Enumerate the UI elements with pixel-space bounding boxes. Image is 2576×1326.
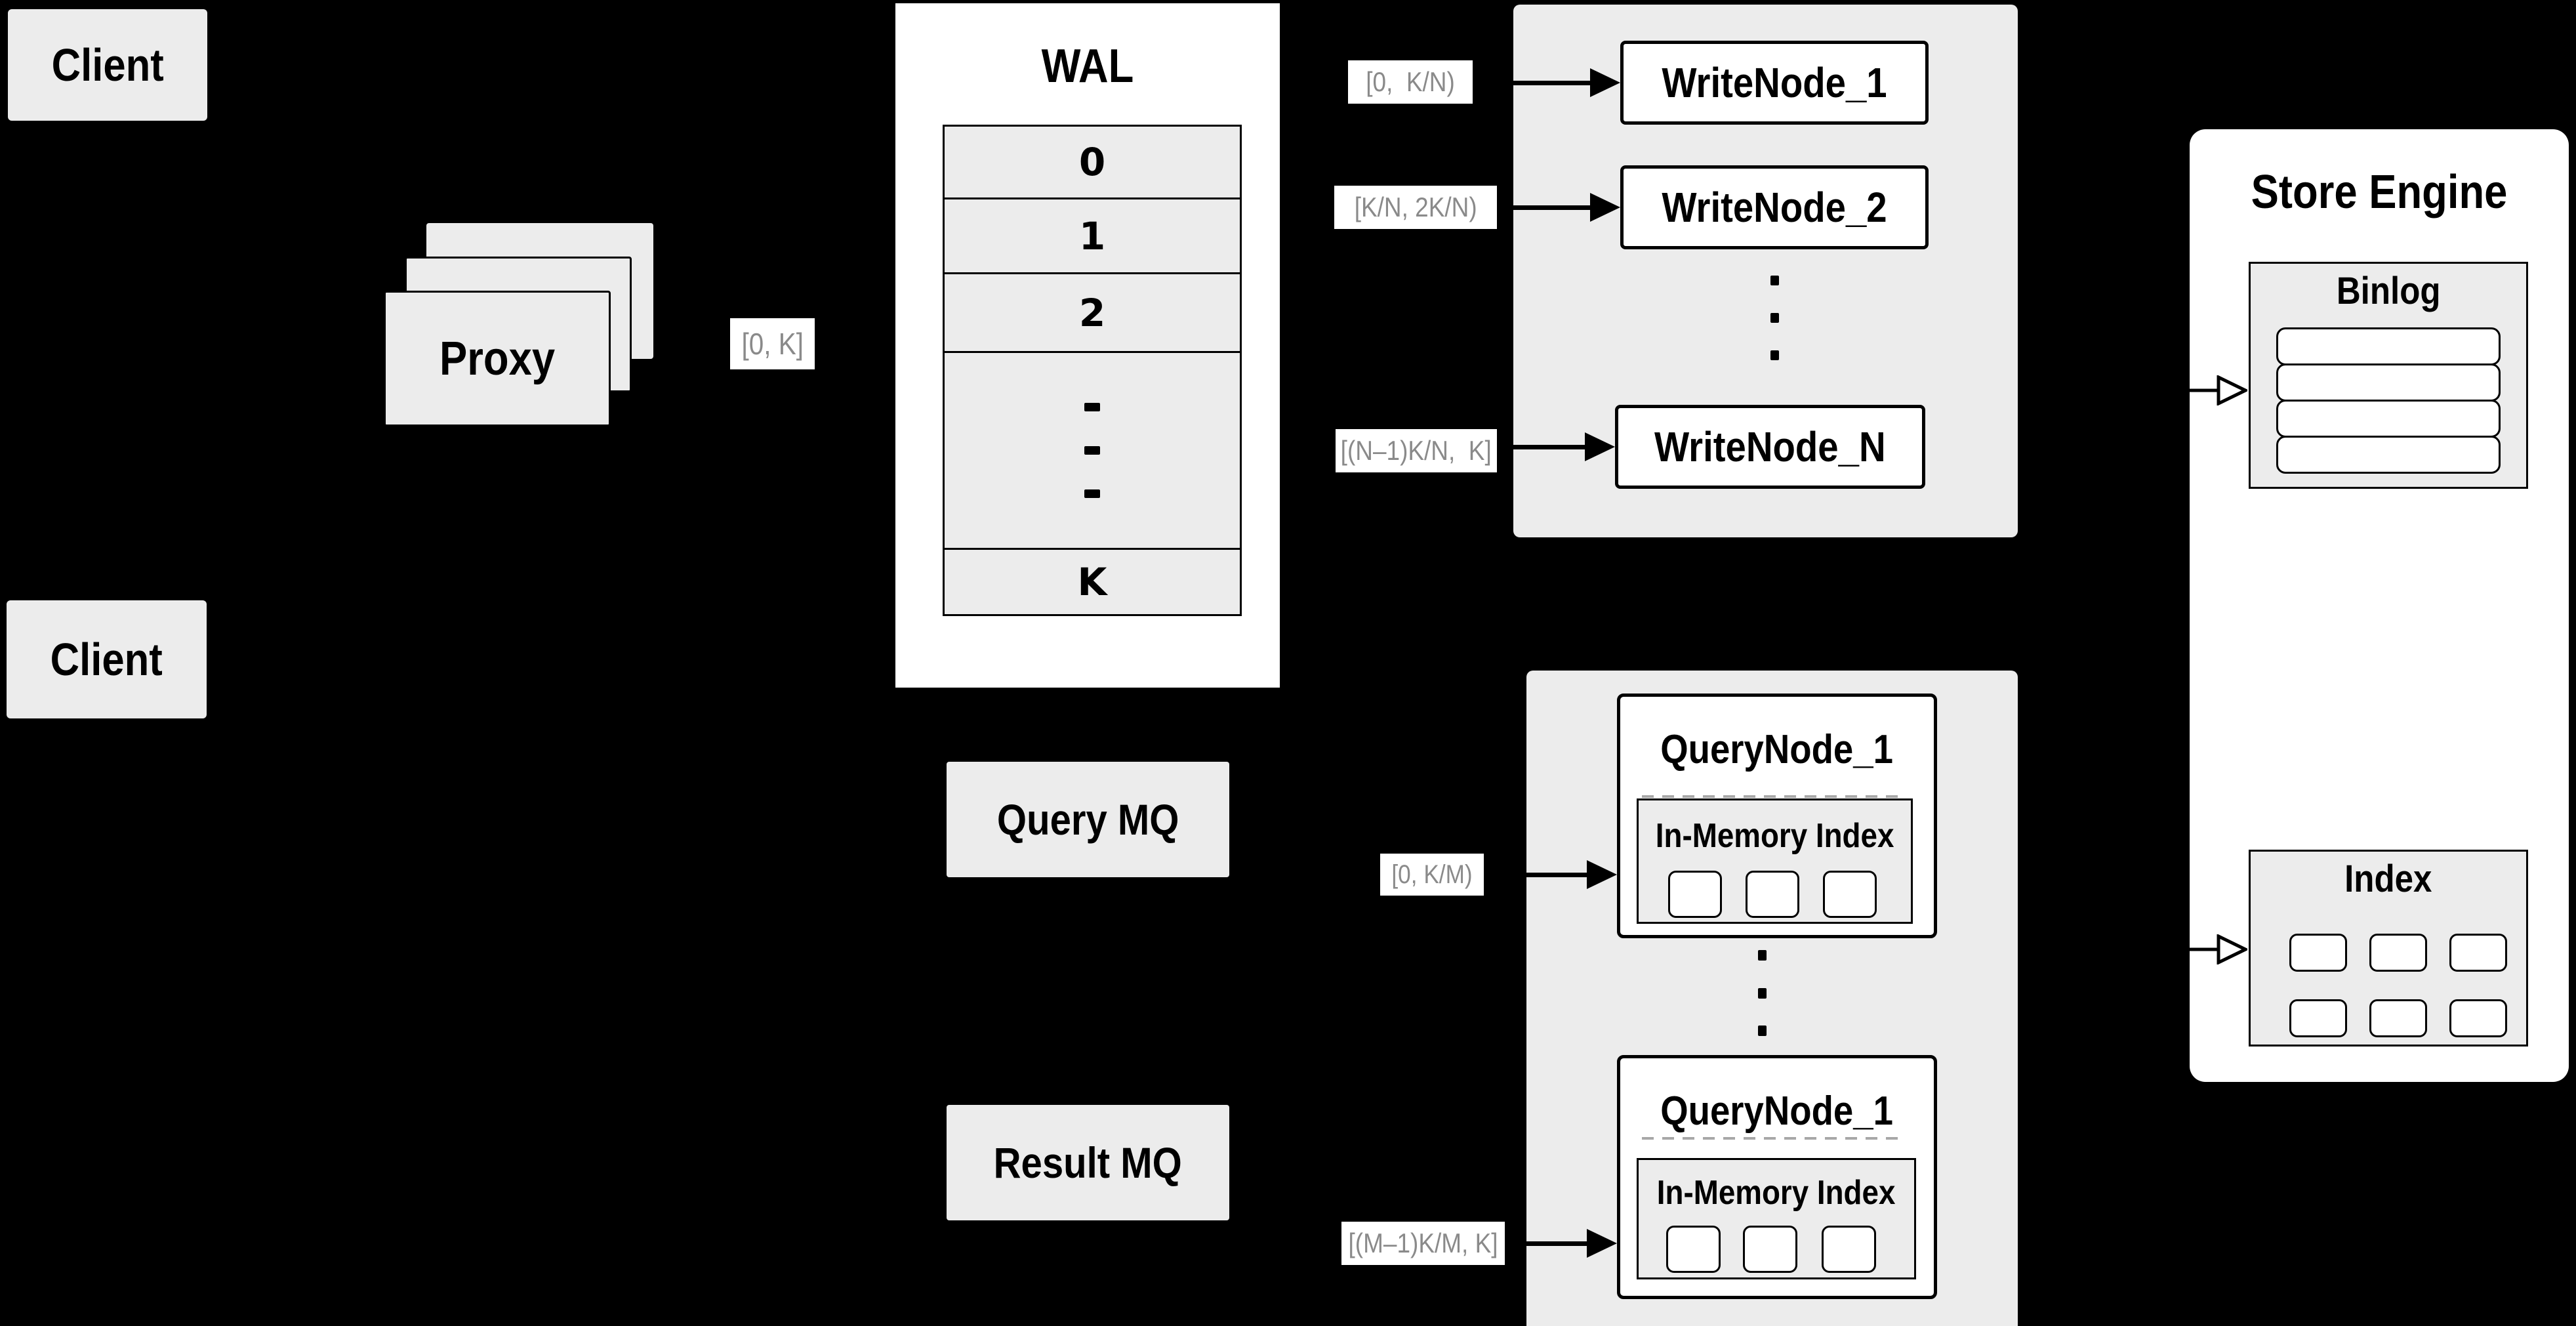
arrow-shaft-writenode-1 [1473,81,1591,85]
write-range-label-2: [K/N, 2K/N) [1354,192,1477,222]
ellipsis-dot [1770,276,1779,285]
open-arrow-binlog [2190,375,2247,405]
binlog-title: Binlog [2336,270,2441,312]
query-node-m-label: QueryNode_1 [1660,1088,1894,1134]
wal-cell-2: 2 [945,274,1240,353]
wal-panel: WAL 0 1 2 K [895,3,1280,688]
write-node-2-box: WriteNode_2 [1620,165,1929,249]
memory-segment-cell [1666,1226,1721,1273]
binlog-row [2276,363,2501,402]
query-node-1-title-row: QueryNode_1 [1620,726,1934,773]
index-cell [2449,999,2507,1037]
query-range-chip-1: [0, K/M) [1380,854,1484,896]
query-node-m-title-row: QueryNode_1 [1620,1088,1934,1134]
open-arrow-index [2190,934,2247,964]
index-cell [2289,934,2347,972]
arrow-shaft-querynode-1 [1484,873,1587,877]
write-range-chip-2: [K/N, 2K/N) [1334,186,1497,229]
index-cell [2289,999,2347,1037]
memory-segment-cell [1822,1226,1876,1273]
memory-segment-cell [1746,871,1799,918]
index-cell [2449,934,2507,972]
write-range-chip-1: [0, K/N) [1348,60,1473,104]
write-node-n-box: WriteNode_N [1615,405,1925,489]
client-bottom-box: Client [7,600,207,718]
memory-segment-cell [1743,1226,1797,1273]
store-engine-title-row: Store Engine [2190,165,2569,219]
ellipsis-dot [1770,313,1779,323]
arrow-shaft-writenode-n [1497,445,1585,449]
ellipsis-dot [1770,350,1779,360]
proxy-range-chip: [0, K] [730,318,815,369]
query-range-chip-m: [(M–1)K/M, K] [1341,1222,1505,1265]
write-node-n-label: WriteNode_N [1654,423,1886,470]
wal-table: 0 1 2 K [943,125,1242,616]
proxy-box: Proxy [384,291,611,426]
dashed-divider [1642,795,1902,798]
ellipsis-dot [1084,489,1100,498]
arrow-head-querynode-m [1587,1229,1617,1258]
arrow-head-writenode-2 [1590,193,1620,222]
arrow-head-writenode-n [1585,432,1615,461]
query-mq-label: Query MQ [996,795,1179,844]
wal-cell-k: K [945,550,1240,614]
arrow-shaft-querynode-m [1505,1241,1587,1246]
wal-cell-0: 0 [945,127,1240,199]
arrow-head-writenode-1 [1590,68,1620,97]
write-range-label-n: [(N–1)K/N, K] [1340,435,1492,466]
wal-title: WAL [1041,40,1134,93]
ellipsis-dot [1758,988,1767,999]
result-mq-label: Result MQ [993,1138,1183,1187]
in-memory-index-box-m: In-Memory Index [1637,1158,1916,1279]
client-top-box: Client [8,9,207,121]
write-node-2-label: WriteNode_2 [1662,184,1887,231]
ellipsis-dot [1758,950,1767,961]
arrow-head-querynode-1 [1587,860,1617,889]
write-range-chip-n: [(N–1)K/N, K] [1336,429,1497,472]
memory-segment-cell [1823,871,1877,918]
query-range-label-m: [(M–1)K/M, K] [1348,1228,1498,1258]
memory-segment-cell [1668,871,1722,918]
ellipsis-dot [1084,446,1100,455]
wal-title-row: WAL [895,39,1280,93]
proxy-range-label: [0, K] [741,327,804,361]
query-mq-box: Query MQ [947,762,1229,877]
wal-cell-1: 1 [945,199,1240,274]
binlog-row [2276,327,2501,365]
binlog-title-row: Binlog [2251,269,2526,313]
in-memory-index-title-row: In-Memory Index [1639,816,1911,856]
binlog-row [2276,436,2501,474]
query-node-m-box: QueryNode_1 In-Memory Index [1617,1055,1937,1299]
in-memory-index-box-1: In-Memory Index [1637,798,1913,924]
index-cell [2369,934,2427,972]
client-bottom-label: Client [50,634,163,685]
query-node-1-box: QueryNode_1 In-Memory Index [1617,694,1937,938]
in-memory-index-title-row: In-Memory Index [1639,1173,1914,1212]
arrow-shaft-writenode-2 [1497,205,1591,210]
proxy-label: Proxy [439,332,556,385]
index-title: Index [2344,858,2432,900]
dashed-divider [1642,1137,1902,1140]
index-cell [2369,999,2427,1037]
write-range-label-1: [0, K/N) [1366,66,1455,97]
query-range-label-1: [0, K/M) [1391,860,1473,889]
index-title-row: Index [2251,857,2526,901]
binlog-row [2276,400,2501,438]
client-top-label: Client [51,39,164,91]
index-box: Index [2249,850,2528,1046]
wal-ellipsis-row [945,353,1240,550]
write-node-1-label: WriteNode_1 [1662,59,1887,106]
in-memory-index-title-m: In-Memory Index [1657,1174,1896,1212]
store-engine-title: Store Engine [2251,166,2508,218]
write-node-1-box: WriteNode_1 [1620,41,1929,125]
binlog-box: Binlog [2249,262,2528,489]
ellipsis-dot [1084,403,1100,411]
store-engine-panel: Store Engine Binlog Index [2190,129,2569,1082]
in-memory-index-title-1: In-Memory Index [1655,817,1894,855]
result-mq-box: Result MQ [947,1105,1229,1220]
ellipsis-dot [1758,1026,1767,1036]
query-node-1-label: QueryNode_1 [1660,727,1894,772]
